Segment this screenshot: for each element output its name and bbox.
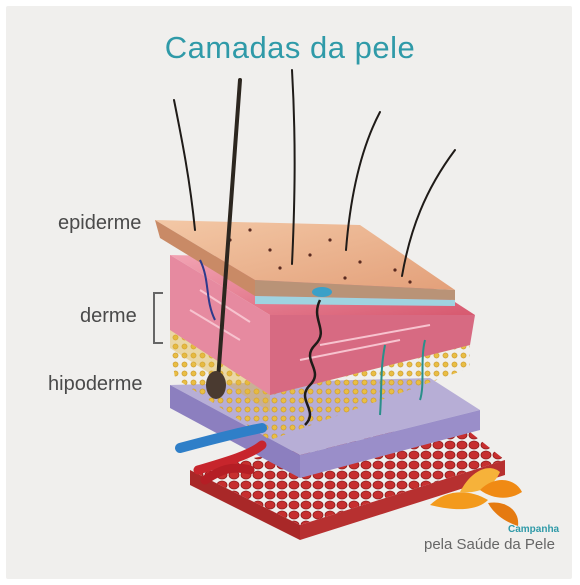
logo-campanha-text: Campanha (508, 524, 559, 535)
logo-saude-text: pela Saúde da Pele (424, 536, 555, 553)
hair-follicle (206, 371, 226, 399)
derme-bracket (153, 292, 163, 344)
label-epiderme: epiderme (58, 212, 141, 235)
label-hipoderme: hipoderme (48, 373, 143, 396)
label-derme: derme (80, 305, 137, 328)
hair-1 (174, 100, 195, 230)
hair-4 (402, 150, 455, 276)
